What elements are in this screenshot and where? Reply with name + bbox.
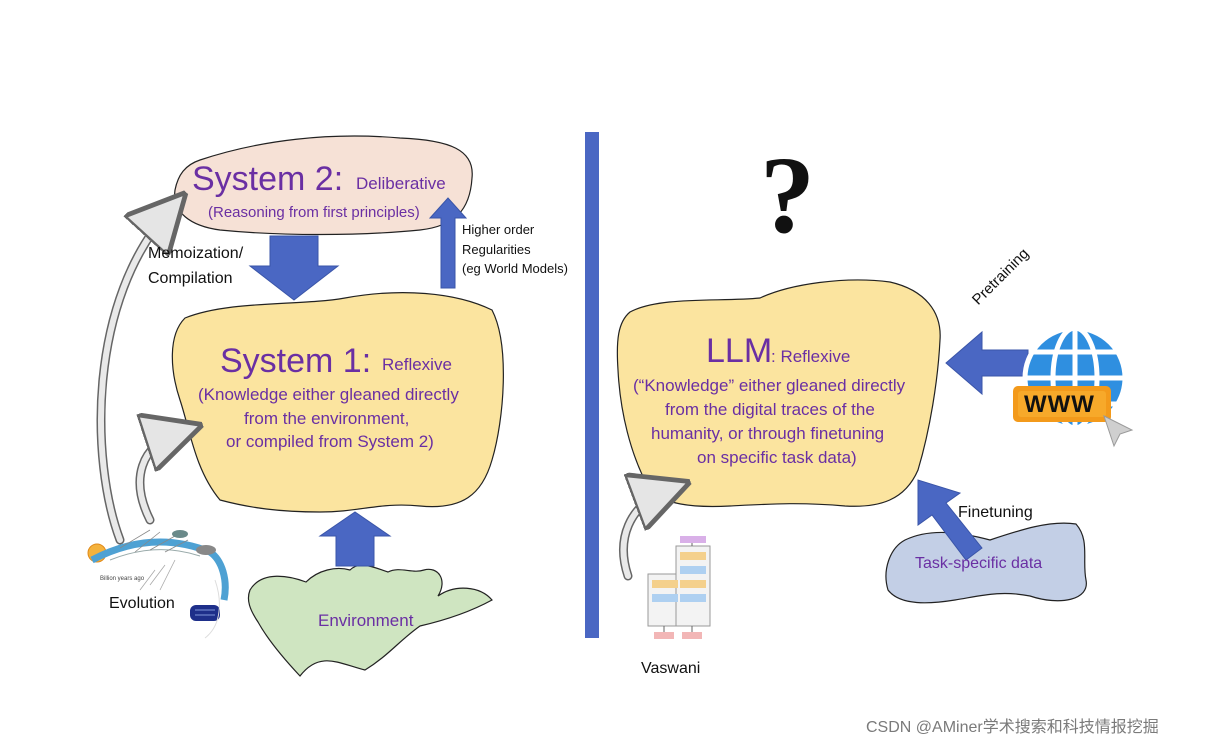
system1-title: System 1: [220,342,372,380]
finetuning-label: Finetuning [958,504,1033,521]
higher-order-label-line3: (eg World Models) [462,261,568,276]
llm-detail-line3: humanity, or through finetuning [651,424,885,443]
llm-detail-line2: from the digital traces of the [665,400,875,419]
memoization-label-line1: Memoization/ [148,245,244,262]
globe-icon [1013,325,1128,431]
question-mark: ? [760,134,815,256]
memoization-arrow [248,235,340,301]
llm-blob [616,279,941,508]
system1-detail-line1: (Knowledge either gleaned directly [198,385,459,404]
environment-label: Environment [318,611,414,630]
higher-order-label-line1: Higher order [462,222,535,237]
pretraining-arrow [945,330,1029,396]
cursor-icon [1103,415,1134,448]
finetuning-arrow [917,479,983,561]
watermark: CSDN @AMiner学术搜索和科技情报挖掘 [866,719,1159,736]
system1-detail-line3: or compiled from System 2) [226,432,434,451]
llm-detail-line4: on specific task data) [697,448,857,467]
llm-subtitle: : Reflexive [771,347,851,366]
system1-detail-line2: from the environment, [244,409,410,428]
llm-title: LLM [706,332,773,370]
vaswani-label: Vaswani [641,660,701,677]
higher-order-label-line2: Regularities [462,242,531,257]
llm-detail-line1: (“Knowledge” either gleaned directly [633,376,906,395]
www-badge: WWW [1024,391,1095,418]
system1-subtitle: Reflexive [382,355,452,374]
environment-blob [247,564,493,677]
system2-title: System 2: [192,160,344,198]
transformer-diagram-icon [647,536,711,639]
higher-order-arrow [428,197,468,289]
system2-detail: (Reasoning from first principles) [208,204,420,221]
task-data-blob [885,522,1087,604]
vertical-divider [585,132,599,638]
environment-arrow [318,511,392,567]
evolution-image-caption: Billion years ago [100,576,145,582]
evolution-label: Evolution [109,595,175,612]
evolution-timeline-icon [87,529,229,639]
system2-subtitle: Deliberative [356,174,446,193]
memoization-label-line2: Compilation [148,270,233,287]
task-data-label: Task-specific data [915,555,1043,572]
